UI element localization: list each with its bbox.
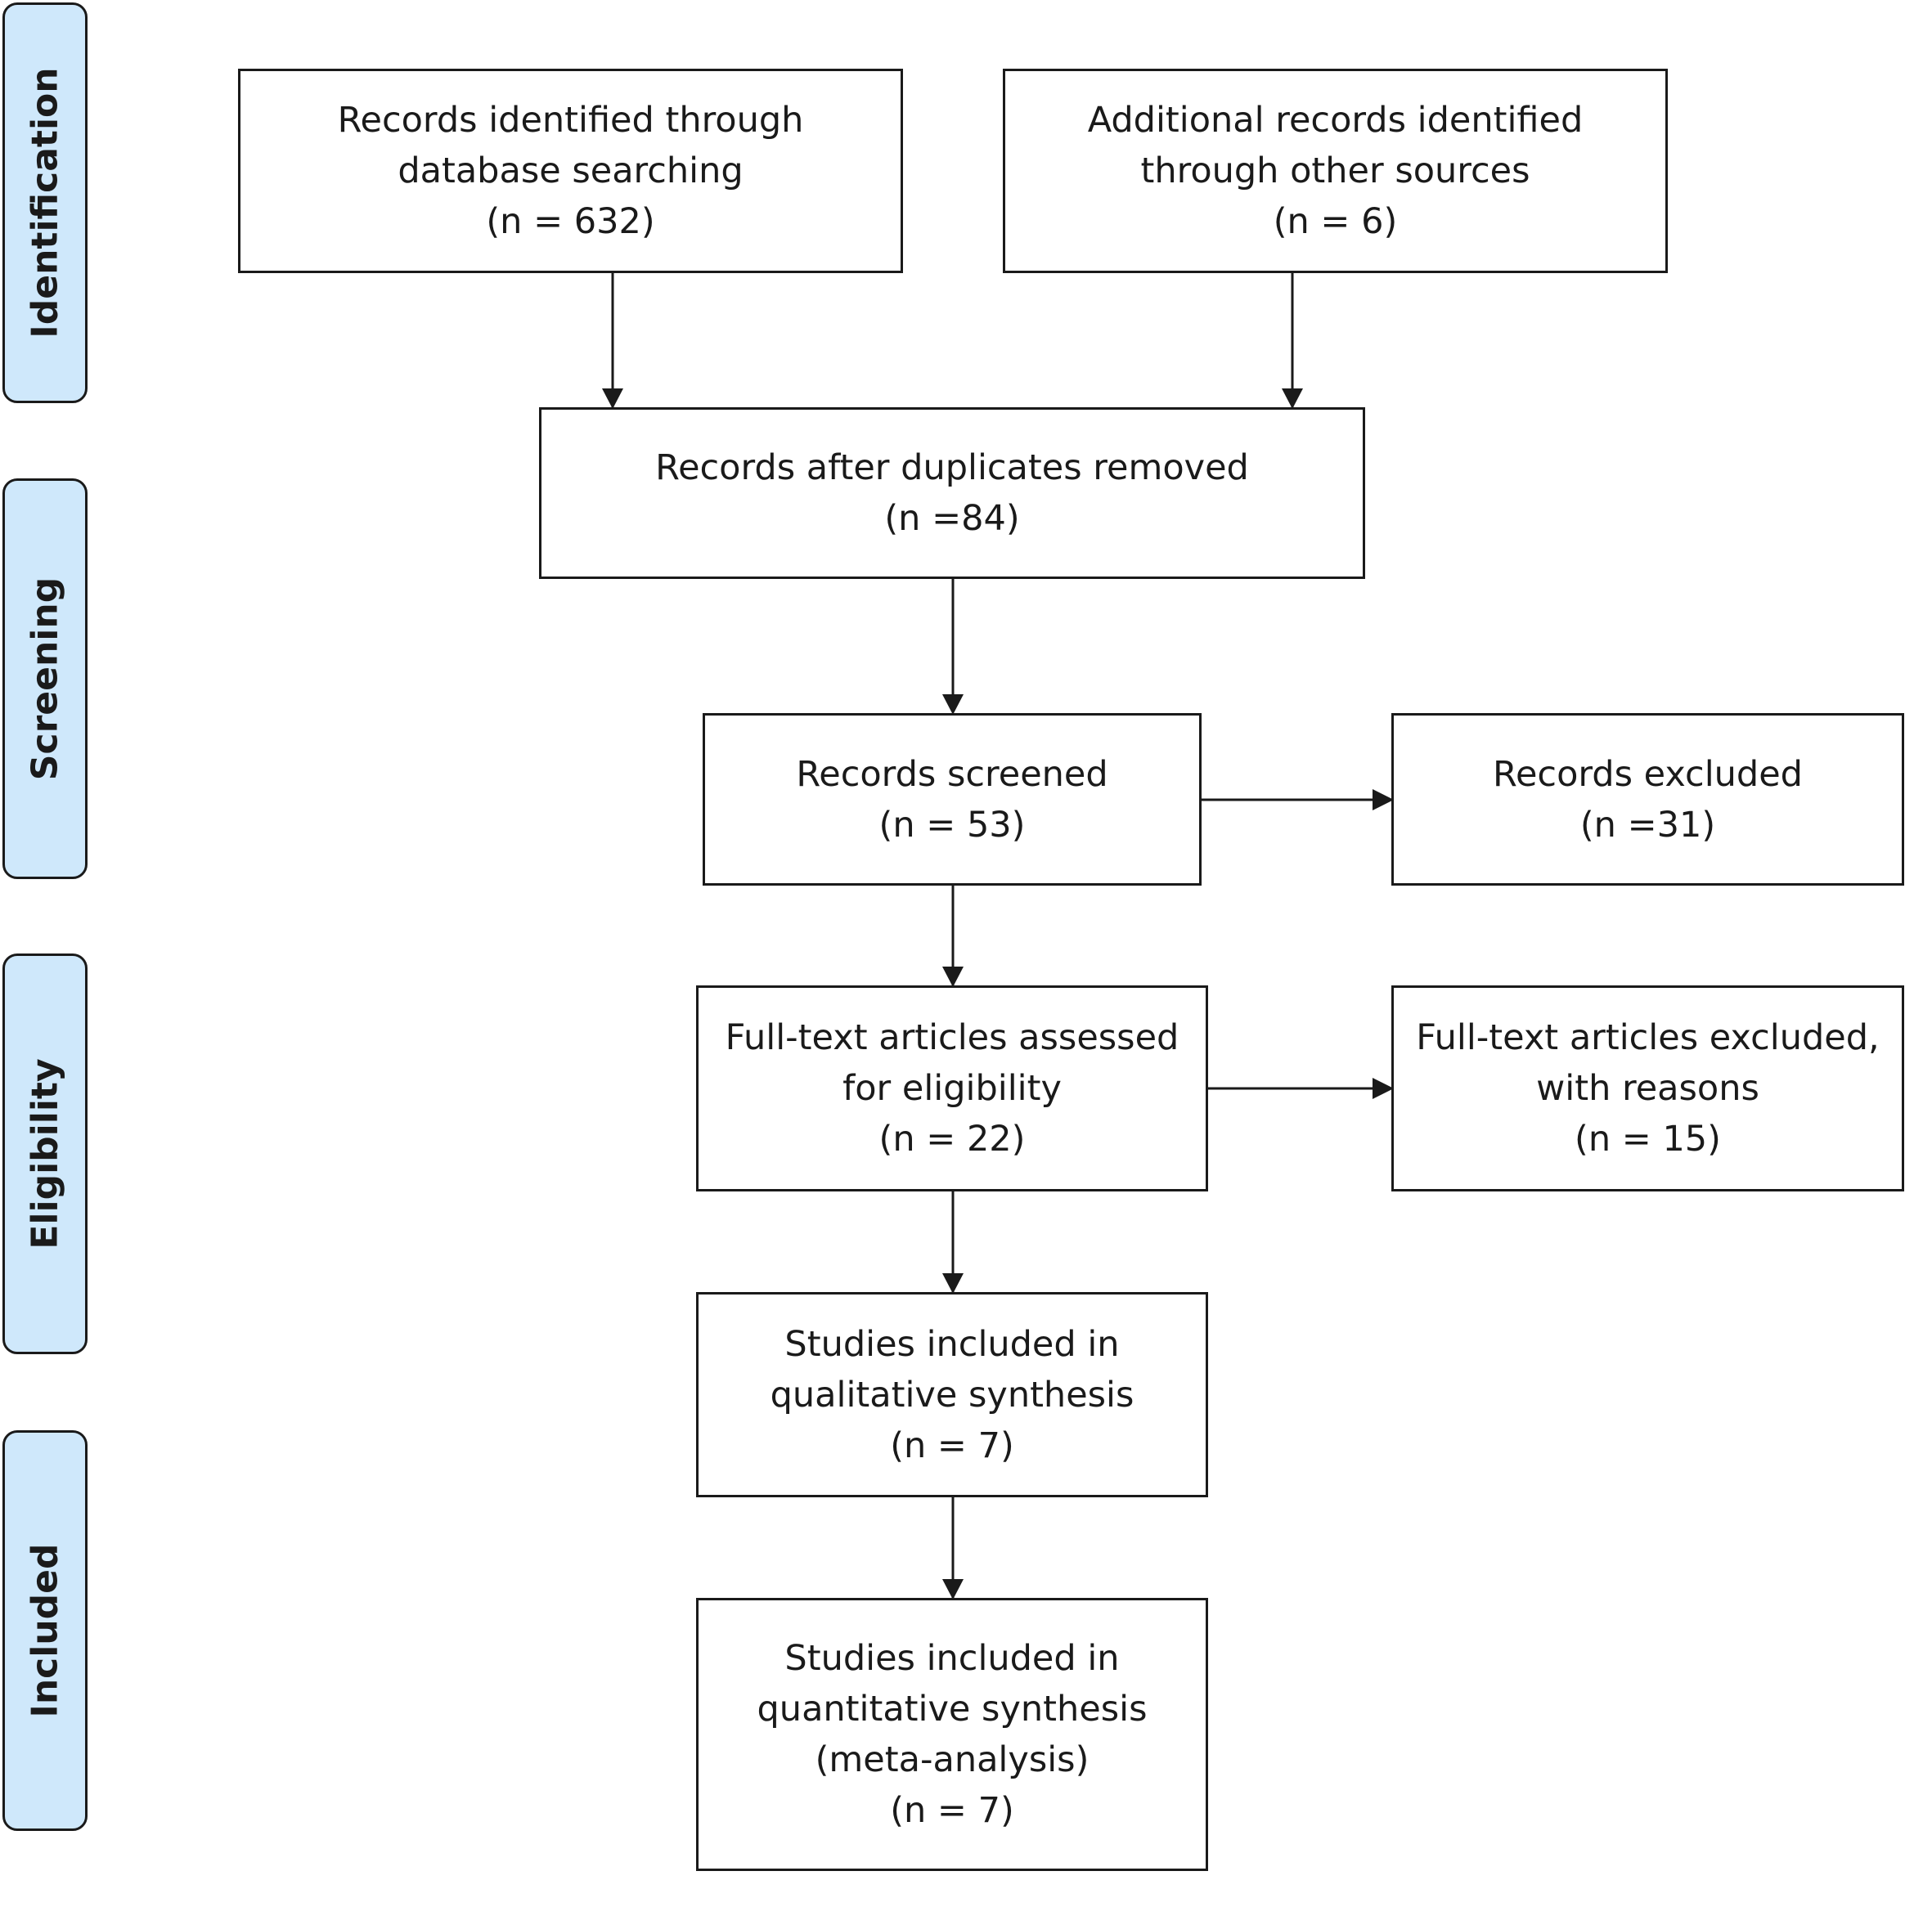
box-count: (n = 7) (890, 1790, 1014, 1831)
box-line: Records identified through (337, 100, 804, 141)
phase-eligibility: Eligibility (2, 954, 88, 1354)
box-count: (n =84) (884, 498, 1020, 539)
box-count: (n = 53) (878, 804, 1026, 846)
box-line: (meta-analysis) (815, 1739, 1090, 1780)
box-line: qualitative synthesis (770, 1374, 1134, 1416)
box-fulltext-assessed: Full-text articles assessed for eligibil… (696, 985, 1208, 1191)
arrowhead-fulltext-to-fulltext-excluded (1373, 1078, 1394, 1099)
box-line: Studies included in (784, 1638, 1120, 1679)
box-line: Records after duplicates removed (655, 447, 1249, 488)
arrowhead-fulltext-to-qualitative (942, 1273, 964, 1294)
box-count: (n = 22) (878, 1119, 1026, 1160)
box-line: through other sources (1140, 150, 1530, 191)
box-line: database searching (398, 150, 744, 191)
phase-identification: Identification (2, 2, 88, 403)
phase-included: Included (2, 1430, 88, 1831)
box-count: (n =31) (1579, 804, 1716, 846)
box-line: with reasons (1536, 1068, 1759, 1109)
box-line: quantitative synthesis (757, 1689, 1148, 1730)
phase-screening: Screening (2, 478, 88, 879)
box-records-after-duplicates: Records after duplicates removed (n =84) (539, 407, 1365, 579)
box-records-screened: Records screened (n = 53) (703, 713, 1202, 886)
arrowhead-db-to-dedup (602, 388, 623, 409)
box-line: for eligibility (842, 1068, 1062, 1109)
box-count: (n = 15) (1575, 1119, 1721, 1160)
box-count: (n = 6) (1273, 201, 1398, 242)
arrowhead-screened-to-excluded (1373, 789, 1394, 810)
box-line: Full-text articles excluded, (1416, 1017, 1880, 1058)
arrowhead-dedup-to-screened (942, 694, 964, 715)
arrowhead-screened-to-fulltext (942, 967, 964, 987)
box-line: Additional records identified (1087, 100, 1584, 141)
box-line: Full-text articles assessed (725, 1017, 1179, 1058)
box-records-excluded: Records excluded (n =31) (1391, 713, 1904, 886)
arrowhead-other-to-dedup (1282, 388, 1303, 409)
box-records-database-search: Records identified through database sear… (238, 69, 903, 273)
box-line: Studies included in (784, 1323, 1120, 1365)
arrowhead-qualitative-to-quantitative (942, 1579, 964, 1600)
box-additional-records: Additional records identified through ot… (1003, 69, 1668, 273)
box-count: (n = 7) (890, 1425, 1014, 1466)
box-qualitative-synthesis: Studies included in qualitative synthesi… (696, 1292, 1208, 1497)
box-quantitative-synthesis: Studies included in quantitative synthes… (696, 1598, 1208, 1871)
box-line: Records screened (796, 753, 1108, 795)
box-line: Records excluded (1493, 753, 1803, 795)
box-fulltext-excluded: Full-text articles excluded, with reason… (1391, 985, 1904, 1191)
box-count: (n = 632) (486, 201, 655, 242)
